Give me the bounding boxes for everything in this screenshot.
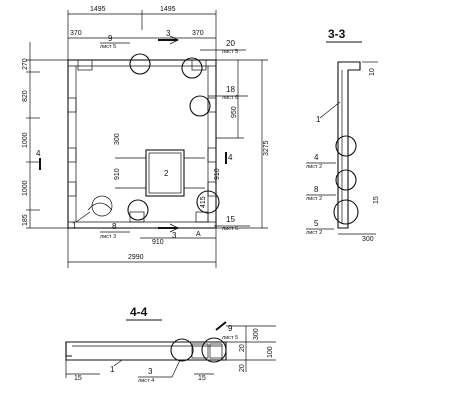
section44-dim-20-top: 20 [239,344,246,352]
section33-callout-num-8: 8 [314,185,319,194]
section-4-4-title: 4-4 [130,305,148,319]
dim-top-inner-2: 370 [192,30,204,37]
section44-dim-300: 300 [253,328,260,340]
dim-bottom-A: A [196,231,201,238]
dim-left-1: 270 [22,58,29,70]
section-mark-4-left: 4 [36,149,41,158]
section-3-3-title: 3-3 [328,27,346,41]
section44-dim-100: 100 [267,346,274,358]
section44-callout-num-3: 3 [148,367,153,376]
callout-circle-9 [129,53,151,75]
section44-label-1: 1 [110,365,115,374]
dim-top-1: 1495 [90,6,106,13]
callout-sheet-9: лист 5 [100,44,116,50]
central-opening [145,149,185,197]
section33-callout-sheet-5: лист 2 [306,230,322,236]
dim-top-inner-1: 370 [70,30,82,37]
callout-num-18: 18 [226,85,235,94]
dim-bottom-910: 910 [152,239,164,246]
section33-dim-10: 10 [369,68,376,76]
dim-inner-300: 300 [114,133,121,145]
section33-callout-sheet-4: лист 2 [306,164,322,170]
callout-sheet-8: лист 3 [100,234,116,240]
callout-circle-lug [91,195,113,217]
section33-label-1: 1 [316,115,321,124]
section44-callout-sheet-3: лист 4 [138,378,154,384]
callout-sheet-20: лист 5 [222,49,238,55]
label-2: 2 [164,169,169,178]
dim-right-950: 950 [231,106,238,118]
section44-callout-sheet-9: лист 5 [222,335,238,341]
callout-num-9: 9 [108,34,113,43]
label-1: 1 [72,221,77,230]
section44-dim-15-right: 15 [198,375,206,382]
dim-right-3275: 3275 [263,140,270,156]
section33-callout-num-4: 4 [314,153,319,162]
callout-num-8: 8 [112,222,117,231]
callout-sheet-15: лист 6 [222,226,238,232]
section44-dim-20-bottom: 20 [239,364,246,372]
dim-inner-415: 415 [200,196,207,208]
plan-view: 1495 1495 370 370 270 820 1000 1000 185 … [22,6,270,268]
dim-left-3: 1000 [22,132,29,148]
section-mark-3-bottom: 3 [172,231,177,240]
callout-num-15: 15 [226,215,235,224]
section-mark-4-right: 4 [228,153,233,162]
callout-circle-8 [127,199,149,221]
dim-bottom-2990: 2990 [128,254,144,261]
dim-left-4: 1000 [22,180,29,196]
section33-dim-15: 15 [373,196,380,204]
section33-dim-300: 300 [362,236,374,243]
dim-top-2: 1495 [160,6,176,13]
callout-circle-18 [189,95,211,117]
section33-callout-num-5: 5 [314,219,319,228]
dim-inner-910b: 910 [214,168,221,180]
callout-circle-15 [196,190,220,214]
callout-circle-20 [181,57,203,79]
section44-callout-num-9: 9 [228,324,233,333]
plan-outline [67,59,217,229]
section-4-4: 4-4 15 15 20 20 300 100 3 лист 4 9 лист … [65,305,276,384]
dim-left-5: 185 [22,214,29,226]
callout-num-20: 20 [226,39,235,48]
section-mark-3-top: 3 [166,29,171,38]
section33-callout-sheet-8: лист 2 [306,196,322,202]
dim-left-2: 820 [22,90,29,102]
dim-inner-910: 910 [114,168,121,180]
callout-sheet-18: лист 6 [222,95,238,101]
section-3-3: 3-3 10 15 300 4 лист 2 8 лист 2 5 лист 2… [306,27,380,243]
section44-dim-15-left: 15 [74,375,82,382]
